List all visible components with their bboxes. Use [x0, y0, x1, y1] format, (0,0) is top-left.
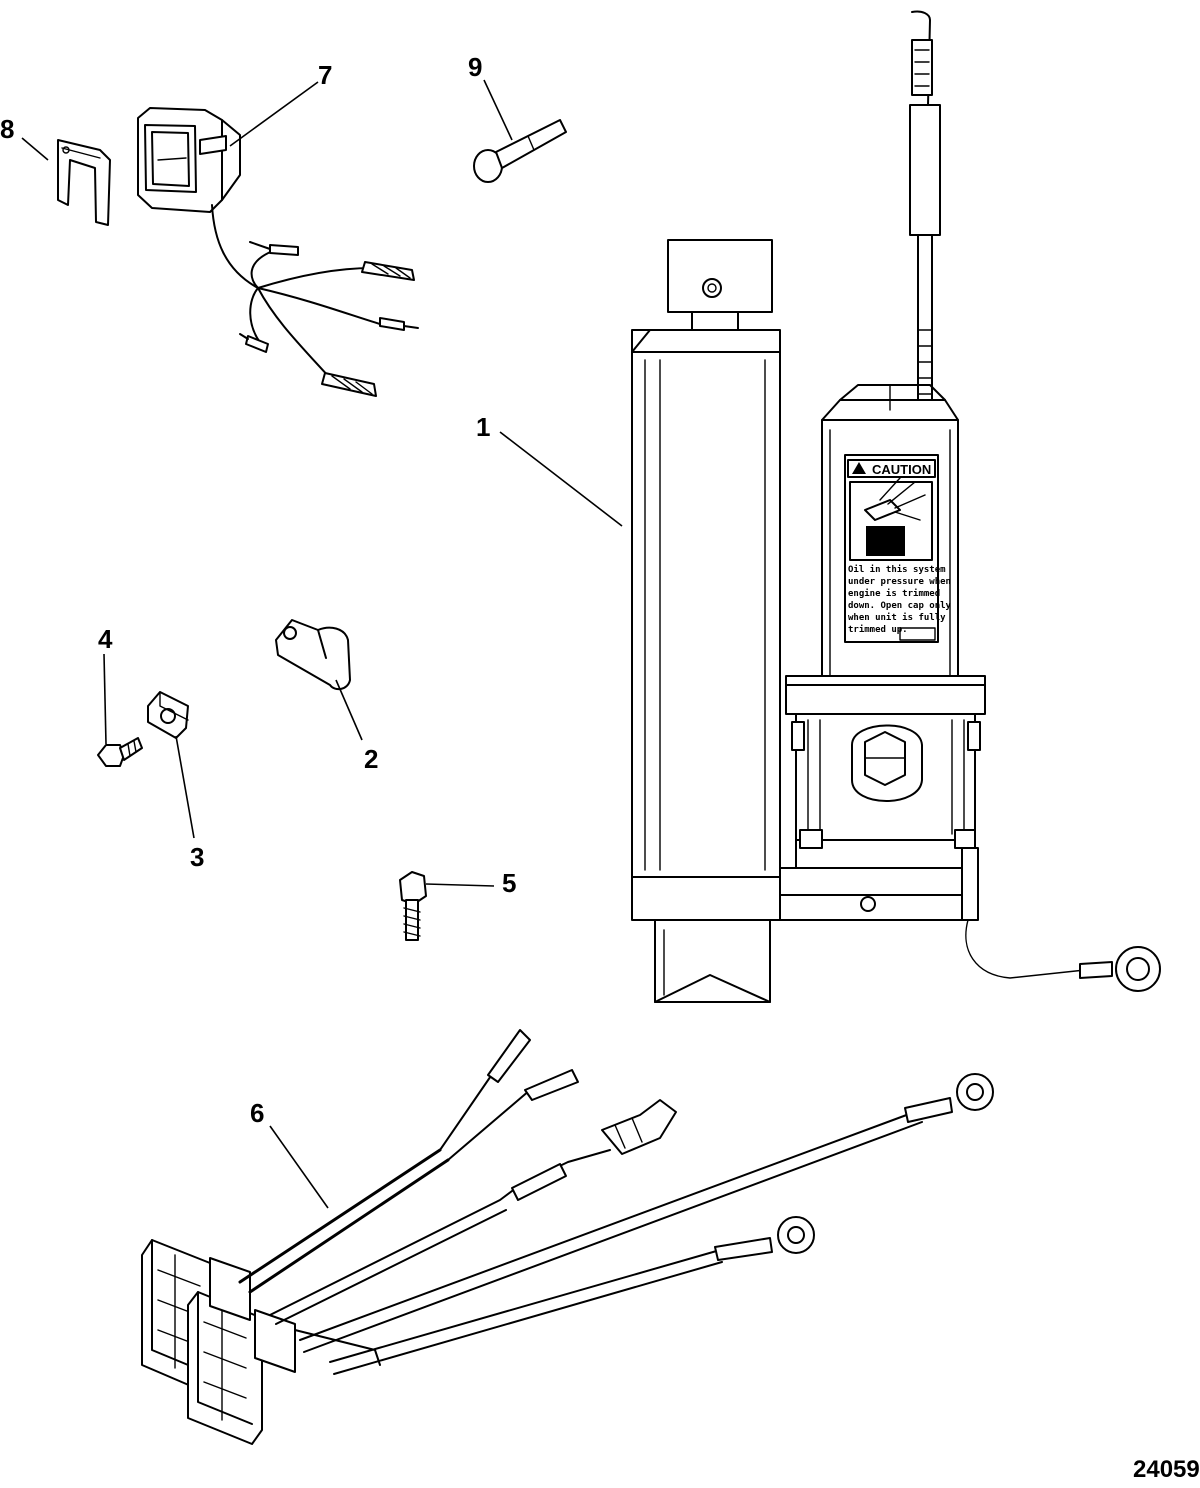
decal-line-3: engine is trimmed — [848, 588, 940, 599]
decal-line-2: under pressure when — [848, 577, 951, 587]
decal-text: Oil in this system under pressure when e… — [848, 564, 952, 635]
decal-line-6: trimmed up. — [848, 624, 908, 635]
part-8-clip — [57, 139, 111, 226]
part-9-pin — [473, 119, 567, 183]
callout-6: 6 — [250, 1098, 264, 1128]
part-5-bolt — [399, 871, 427, 941]
leader-5 — [425, 883, 495, 887]
callouts: 1 2 3 4 5 6 7 8 9 — [0, 52, 623, 1209]
callout-7: 7 — [318, 60, 332, 90]
leader-9 — [483, 79, 513, 141]
leader-4 — [103, 653, 107, 745]
warning-triangle-icon — [852, 462, 866, 474]
callout-1: 1 — [476, 412, 490, 442]
decal-line-1: Oil in this system — [848, 564, 946, 575]
part-7-trim-switch — [137, 107, 419, 397]
callout-4: 4 — [98, 624, 113, 654]
leader-2 — [335, 679, 363, 741]
decal-line-5: when unit is fully — [848, 612, 946, 623]
callout-2: 2 — [364, 744, 378, 774]
figure-number: 24059 — [1133, 1456, 1200, 1483]
ring-terminal-icon — [1115, 946, 1161, 992]
leader-6 — [269, 1125, 329, 1209]
part-3-clip-nut — [147, 691, 189, 739]
leader-8 — [21, 137, 49, 161]
decal-line-4: down. Open cap only — [848, 601, 952, 611]
leader-7 — [229, 81, 319, 147]
callout-3: 3 — [190, 842, 204, 872]
part-4-screw — [97, 737, 143, 767]
callout-5: 5 — [502, 868, 516, 898]
part-6-wiring-harness — [141, 1029, 994, 1445]
leader-3 — [175, 735, 195, 839]
callout-8: 8 — [0, 114, 14, 144]
part-1-trim-pump-assembly: CAUTION Oil in this system under pressur… — [631, 10, 1161, 1003]
caution-decal: CAUTION Oil in this system under pressur… — [844, 454, 952, 643]
callout-9: 9 — [468, 52, 482, 82]
leader-1 — [499, 431, 623, 527]
part-2-cable-clamp — [275, 619, 351, 691]
caution-heading: CAUTION — [872, 462, 931, 477]
